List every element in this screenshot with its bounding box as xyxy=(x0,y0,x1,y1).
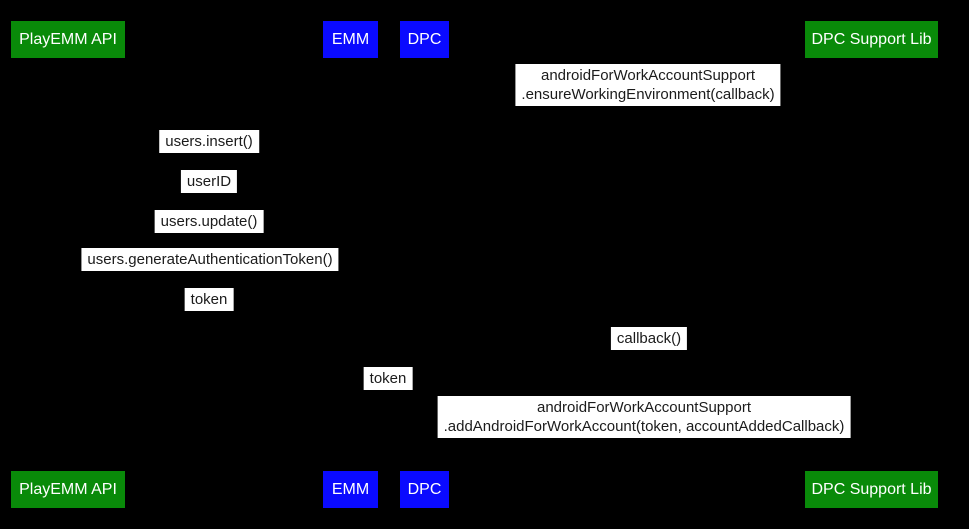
message-line: androidForWorkAccountSupport xyxy=(537,399,751,416)
message-users-update: users.update() xyxy=(154,210,264,233)
message-token-pass: token xyxy=(363,367,413,390)
actor-emm-top: EMM xyxy=(323,21,378,58)
message-line: userID xyxy=(186,173,232,190)
actor-dpc-support-lib-bottom: DPC Support Lib xyxy=(805,471,938,508)
message-users-generate-authentication-token: users.generateAuthenticationToken() xyxy=(81,248,339,271)
message-line: token xyxy=(369,370,407,387)
message-line: users.update() xyxy=(160,213,258,230)
message-line: token xyxy=(190,291,228,308)
message-line: users.generateAuthenticationToken() xyxy=(87,251,333,268)
actor-dpc-bottom: DPC xyxy=(400,471,449,508)
actor-dpc-support-lib-top: DPC Support Lib xyxy=(805,21,938,58)
message-line: androidForWorkAccountSupport xyxy=(540,67,755,84)
message-add-android-for-work-account: androidForWorkAccountSupport .addAndroid… xyxy=(437,396,851,438)
message-line: callback() xyxy=(616,330,682,347)
actor-dpc-top: DPC xyxy=(400,21,449,58)
actor-playemm-api-top: PlayEMM API xyxy=(11,21,125,58)
message-line: .ensureWorkingEnvironment(callback) xyxy=(521,86,775,103)
message-line: .addAndroidForWorkAccount(token, account… xyxy=(443,418,845,435)
actor-emm-bottom: EMM xyxy=(323,471,378,508)
actor-playemm-api-bottom: PlayEMM API xyxy=(11,471,125,508)
message-ensure-working-environment: androidForWorkAccountSupport .ensureWork… xyxy=(515,64,781,106)
message-token-return: token xyxy=(184,288,234,311)
message-user-id: userID xyxy=(180,170,238,193)
message-line: users.insert() xyxy=(165,133,253,150)
message-users-insert: users.insert() xyxy=(159,130,259,153)
message-callback: callback() xyxy=(610,327,688,350)
